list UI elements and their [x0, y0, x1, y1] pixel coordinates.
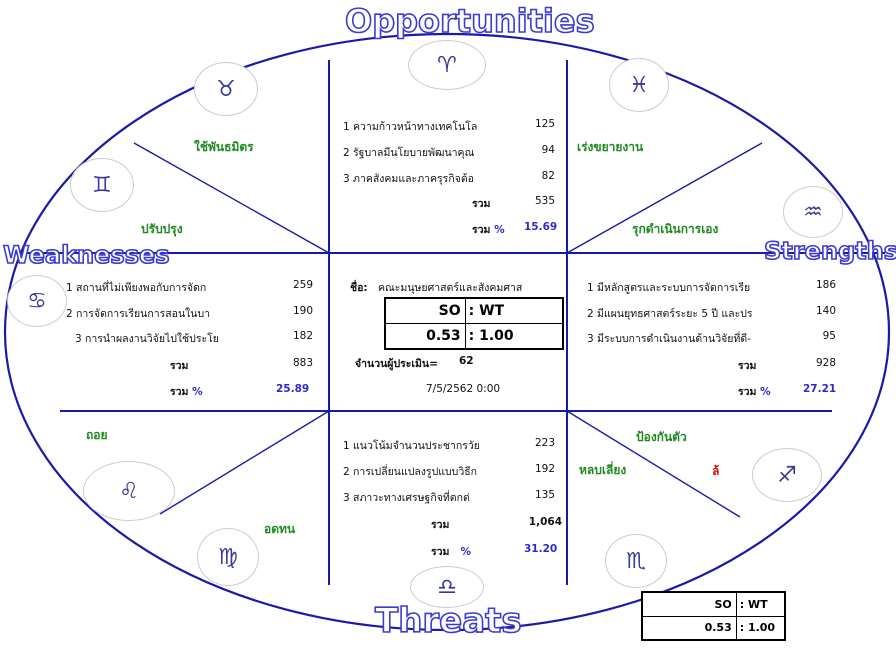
list-item: 3 มีระบบการดำเนินงานด้านวิจัยที่ดี-	[587, 333, 751, 345]
sector-label-withdraw: ถอย	[86, 428, 108, 442]
list-item: 2 การเปลี่ยนแปลงรูปแบบวิธีก	[343, 466, 478, 478]
ratio-value-so: 0.53	[385, 323, 466, 349]
item-score: 223	[534, 437, 555, 449]
list-item: 1 แนวโน้มจำนวนประชากรวัย	[343, 440, 480, 452]
list-item: 3 ภาคสังคมและภาครุรกิจต้อ	[343, 173, 474, 185]
item-score: 94	[541, 144, 555, 156]
sector-label-avoid: หลบเลี่ยง	[579, 463, 627, 477]
org-name-value: คณะมนุษยศาสตร์และสังคมศาส	[378, 282, 523, 294]
list-item: 2 มีแผนยุทธศาสตร์ระยะ 5 ปี และปร	[587, 308, 753, 320]
item-score: 82	[541, 170, 555, 182]
ratio-label-so: SO	[385, 298, 466, 324]
sector-mark: ล้	[712, 464, 720, 478]
list-item: 3 สภาวะทางเศรษฐกิจที่ตกต่	[343, 492, 470, 504]
total-label: รวม	[738, 360, 757, 372]
swot-ellipse	[3, 32, 891, 632]
sector-label-expand: เร่งขยายงาน	[577, 140, 644, 154]
cancer-icon: ♋	[7, 275, 67, 327]
total-value: 883	[292, 357, 313, 369]
sector-label-endure: อดทน	[264, 522, 296, 536]
total-value: 535	[534, 195, 555, 207]
sagittarius-icon: ♐	[752, 448, 822, 502]
diagonal-bottom-left	[159, 410, 330, 515]
item-score: 125	[534, 118, 555, 130]
list-item: 2 การจัดการเรียนการสอนในบา	[66, 308, 210, 320]
virgo-icon: ♍	[197, 528, 259, 586]
leo-icon: ♌	[83, 461, 175, 521]
taurus-icon: ♉	[194, 62, 258, 116]
item-score: 259	[292, 279, 313, 291]
sector-label-protect: ป้องกันตัว	[636, 430, 687, 444]
percent-label: รวม %	[170, 386, 203, 398]
gemini-icon: ♊	[70, 158, 134, 212]
sector-label-improve: ปรับปรุง	[141, 222, 183, 236]
ratio-label-so: SO	[642, 592, 737, 617]
heading-opportunities: Opportunities	[344, 1, 595, 41]
percent-value: 25.89	[276, 383, 310, 395]
total-label: รวม	[431, 519, 450, 531]
ratio-box-corner: SO : WT 0.53 : 1.00	[641, 591, 786, 641]
scorpio-icon: ♏	[605, 534, 667, 588]
aries-icon: ♈	[408, 40, 486, 90]
heading-strengths: Strengths	[763, 236, 896, 266]
percent-label: รวม %	[738, 386, 771, 398]
percent-value: 15.69	[524, 221, 558, 233]
ratio-box-center: SO : WT 0.53 : 1.00	[384, 297, 564, 350]
list-item: 1 ความก้าวหน้าทางเทคโนโล	[343, 121, 478, 133]
item-score: 95	[822, 330, 836, 342]
list-item: 2 รัฐบาลมีนโยบายพัฒนาคุณ	[343, 147, 475, 159]
heading-weaknesses: Weaknesses	[2, 240, 170, 270]
ratio-label-wt: : WT	[464, 298, 564, 324]
evaluators-value: 62	[459, 355, 474, 367]
ratio-value-wt: : 1.00	[735, 615, 786, 640]
aquarius-icon: ♒	[783, 186, 843, 238]
sector-label-use-alliance: ใช้พันธมิตร	[194, 140, 254, 154]
heading-threats: Threats	[374, 600, 522, 642]
diagonal-bottom-right	[566, 410, 741, 518]
total-label: รวม	[170, 360, 189, 372]
evaluators-label: จำนวนผู้ประเมิน=	[355, 358, 438, 370]
percent-value: 31.20	[524, 543, 558, 555]
diagonal-top-left	[133, 142, 330, 254]
item-score: 186	[815, 279, 836, 291]
list-item: 1 มีหลักสูตรและระบบการจัดการเรีย	[587, 282, 751, 294]
item-score: 192	[534, 463, 555, 475]
org-name-label: ชื่อ:	[350, 282, 368, 294]
item-score: 140	[815, 305, 836, 317]
percent-label: รวม %	[472, 224, 505, 236]
evaluation-date: 7/5/2562 0:00	[426, 383, 501, 395]
total-value: 1,064	[528, 516, 562, 528]
percent-value: 27.21	[803, 383, 837, 395]
total-label: รวม	[472, 198, 491, 210]
diagonal-top-right	[566, 142, 763, 254]
total-value: 928	[815, 357, 836, 369]
item-score: 182	[292, 330, 313, 342]
list-item: 3 การนำผลงานวิจัยไปใช้ประโย	[75, 333, 219, 345]
item-score: 135	[534, 489, 555, 501]
ratio-value-wt: : 1.00	[464, 323, 564, 349]
ratio-label-wt: : WT	[735, 592, 786, 617]
sector-label-proactive: รุกดำเนินการเอง	[632, 222, 719, 236]
list-item: 1 สถานที่ไม่เพียงพอกับการจัดก	[66, 282, 207, 294]
percent-label: รวม %	[431, 546, 471, 558]
libra-icon: ♎	[410, 566, 484, 608]
item-score: 190	[292, 305, 313, 317]
ratio-value-so: 0.53	[642, 615, 737, 640]
pisces-icon: ♓	[609, 58, 669, 112]
